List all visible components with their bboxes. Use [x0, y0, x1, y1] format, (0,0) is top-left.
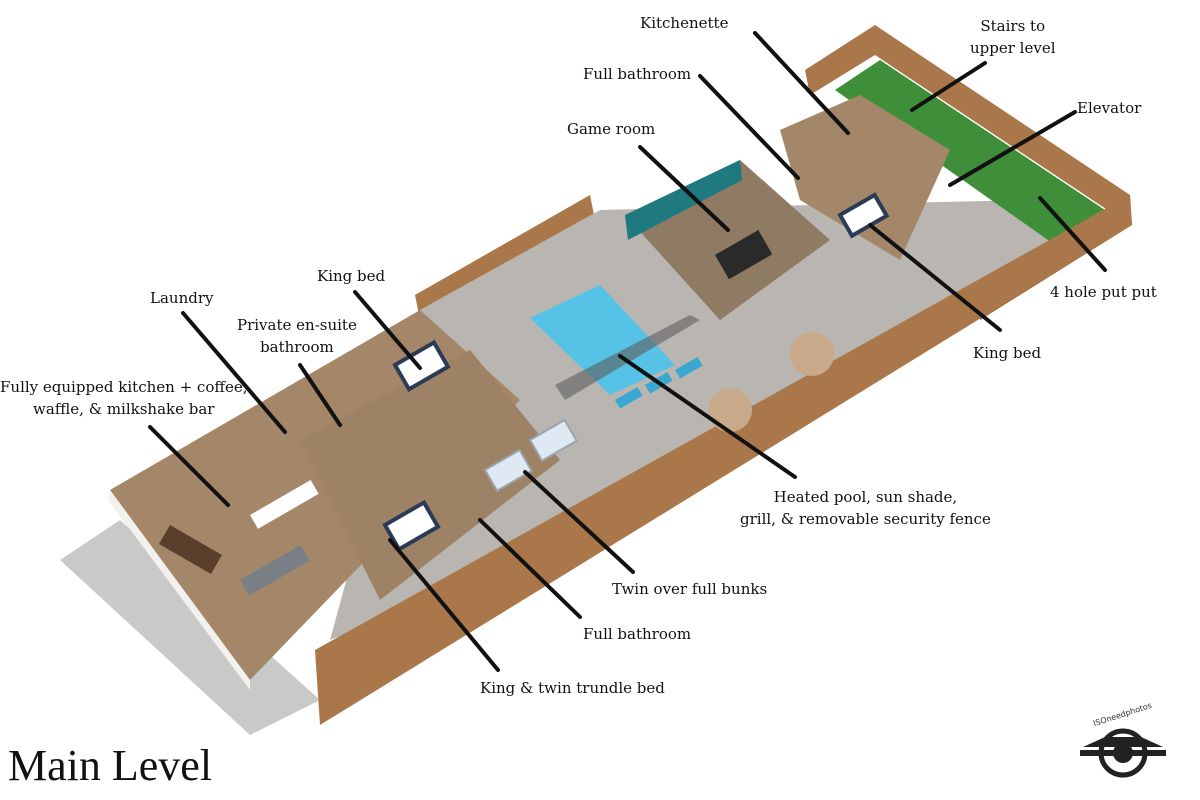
bed	[382, 499, 441, 552]
camera-drone-logo	[1080, 728, 1166, 778]
line-laundry	[181, 311, 287, 434]
page-title: Main Level	[8, 741, 213, 790]
label-full-bathroom-top: Full bathroom	[583, 65, 692, 83]
lounger	[675, 356, 703, 379]
sofa	[239, 545, 310, 596]
label-stairs: Stairs to upper level	[970, 15, 1056, 59]
label-game-room: Game room	[567, 120, 656, 138]
line-kitchen	[148, 425, 230, 507]
label-pool: Heated pool, sun shade, grill, & removab…	[740, 486, 991, 530]
label-private-bath: Private en-suite bathroom	[237, 314, 357, 358]
label-kitchen-line1: Fully equipped kitchen + coffee,	[0, 378, 248, 396]
label-kitchen-line2: waffle, & milkshake bar	[33, 400, 215, 418]
line-pool	[618, 354, 797, 479]
label-stairs-line1: Stairs to	[980, 17, 1046, 35]
left-driveway	[60, 520, 320, 735]
umbrella	[708, 388, 752, 432]
label-king-bed-mid: King bed	[317, 267, 386, 285]
label-elevator: Elevator	[1077, 99, 1142, 117]
umbrella	[790, 332, 834, 376]
line-stairs	[910, 61, 987, 112]
put-put-grass	[835, 60, 1105, 245]
line-king-bed-right	[868, 223, 1002, 332]
label-private-bath-line2: bathroom	[260, 338, 334, 356]
label-put-put: 4 hole put put	[1050, 283, 1157, 301]
pool-fence	[555, 315, 700, 400]
label-king-twin: King & twin trundle bed	[480, 679, 665, 697]
label-king-bed-right: King bed	[973, 344, 1042, 362]
bunk	[483, 448, 534, 493]
bunk	[528, 418, 579, 463]
right-suite	[780, 95, 950, 260]
label-pool-line1: Heated pool, sun shade,	[773, 488, 958, 506]
line-game-room	[638, 145, 730, 232]
pool-deck	[330, 200, 1080, 640]
label-bunks: Twin over full bunks	[612, 580, 768, 598]
logo-drone-arm-icon	[1080, 750, 1166, 756]
kitchen-island	[250, 480, 319, 529]
bedroom-wing	[300, 350, 560, 600]
line-bunks	[523, 470, 635, 574]
front-fence	[315, 195, 1132, 725]
line-kitchenette	[753, 31, 850, 135]
label-stairs-line2: upper level	[970, 39, 1056, 57]
game-room-accent-wall	[625, 160, 742, 240]
line-king-bed-mid	[353, 290, 422, 370]
label-kitchen: Fully equipped kitchen + coffee, waffle,…	[0, 376, 248, 420]
line-full-bath-top	[698, 74, 800, 180]
line-elevator	[948, 110, 1077, 187]
pool-table	[715, 230, 773, 280]
line-put-put	[1038, 196, 1107, 272]
line-private-bath	[298, 363, 342, 427]
label-pool-line2: grill, & removable security fence	[740, 510, 991, 528]
line-full-bath-bottom	[478, 518, 582, 619]
label-kitchenette: Kitchenette	[640, 14, 729, 32]
line-king-twin	[388, 538, 500, 672]
callout-lines	[148, 31, 1107, 672]
logo-drone-wing-icon	[1083, 737, 1163, 747]
label-private-bath-line1: Private en-suite	[237, 316, 357, 334]
bed	[392, 339, 451, 392]
dining-table	[159, 525, 222, 575]
house-left-wall	[108, 490, 250, 690]
label-laundry: Laundry	[150, 289, 214, 307]
label-full-bathroom-bottom: Full bathroom	[583, 625, 692, 643]
lounger	[615, 386, 643, 409]
